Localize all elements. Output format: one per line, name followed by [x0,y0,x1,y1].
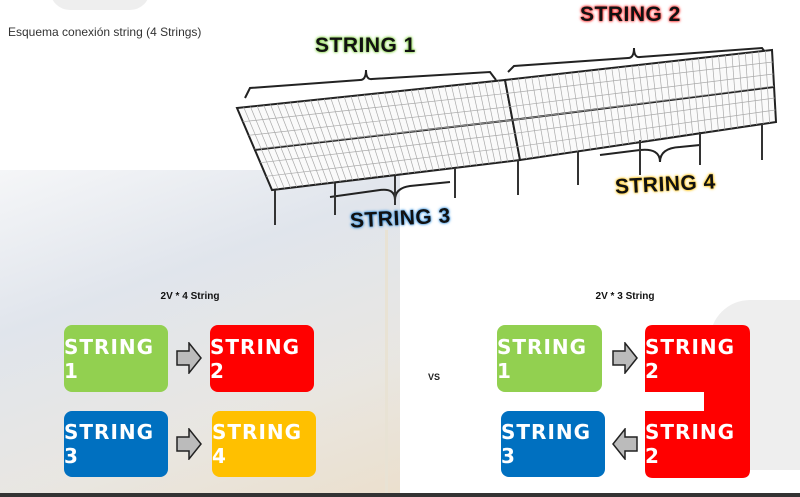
right-arrow-icon [176,428,202,460]
panel-legs [274,124,763,225]
left-box-string3: STRING 3 [64,411,168,477]
right-box-string1: STRING 1 [497,325,602,392]
string2-brace [507,46,769,73]
right-box-string3: STRING 3 [501,411,605,477]
array-label-string1: STRING 1 [315,34,416,57]
background-shape-top [50,0,150,10]
left-box-string1: STRING 1 [64,325,168,392]
right-arrow-icon [176,342,202,374]
panel-row-line [512,85,775,121]
bottom-border [0,493,800,497]
panel-row-line [507,61,773,94]
diagram-caption: Esquema conexión string (4 Strings) [8,25,202,39]
left-box-string2: STRING 2 [210,325,314,392]
array-label-string2: STRING 2 [580,3,681,26]
right-box-string2-bottom: STRING 2 [645,420,736,468]
panel-row-line [254,119,513,150]
solar-panel-array-drawing: // panel cell lines generated below [235,46,778,225]
panel-row-line [509,73,774,108]
left-scheme-title: 2V * 4 String [160,291,220,302]
right-box-string2-top: STRING 2 [645,334,736,383]
right-arrow-icon [612,342,638,374]
panel-row-line [266,146,518,177]
background-panel-edge [385,230,388,493]
left-arrow-icon [612,428,638,460]
string1-brace [244,69,497,99]
left-box-string4: STRING 4 [212,411,316,477]
panel-row-line [260,132,516,164]
vs-label: VS [428,372,441,382]
string3-brace [329,181,451,201]
right-scheme-title: 2V * 3 String [595,291,655,302]
panel-row-line [517,109,776,148]
panel-row-line [248,106,511,136]
panel-row-line [242,92,508,123]
panel-row-line [514,97,775,134]
red-u-shape [645,325,750,478]
string4-brace [599,144,701,163]
